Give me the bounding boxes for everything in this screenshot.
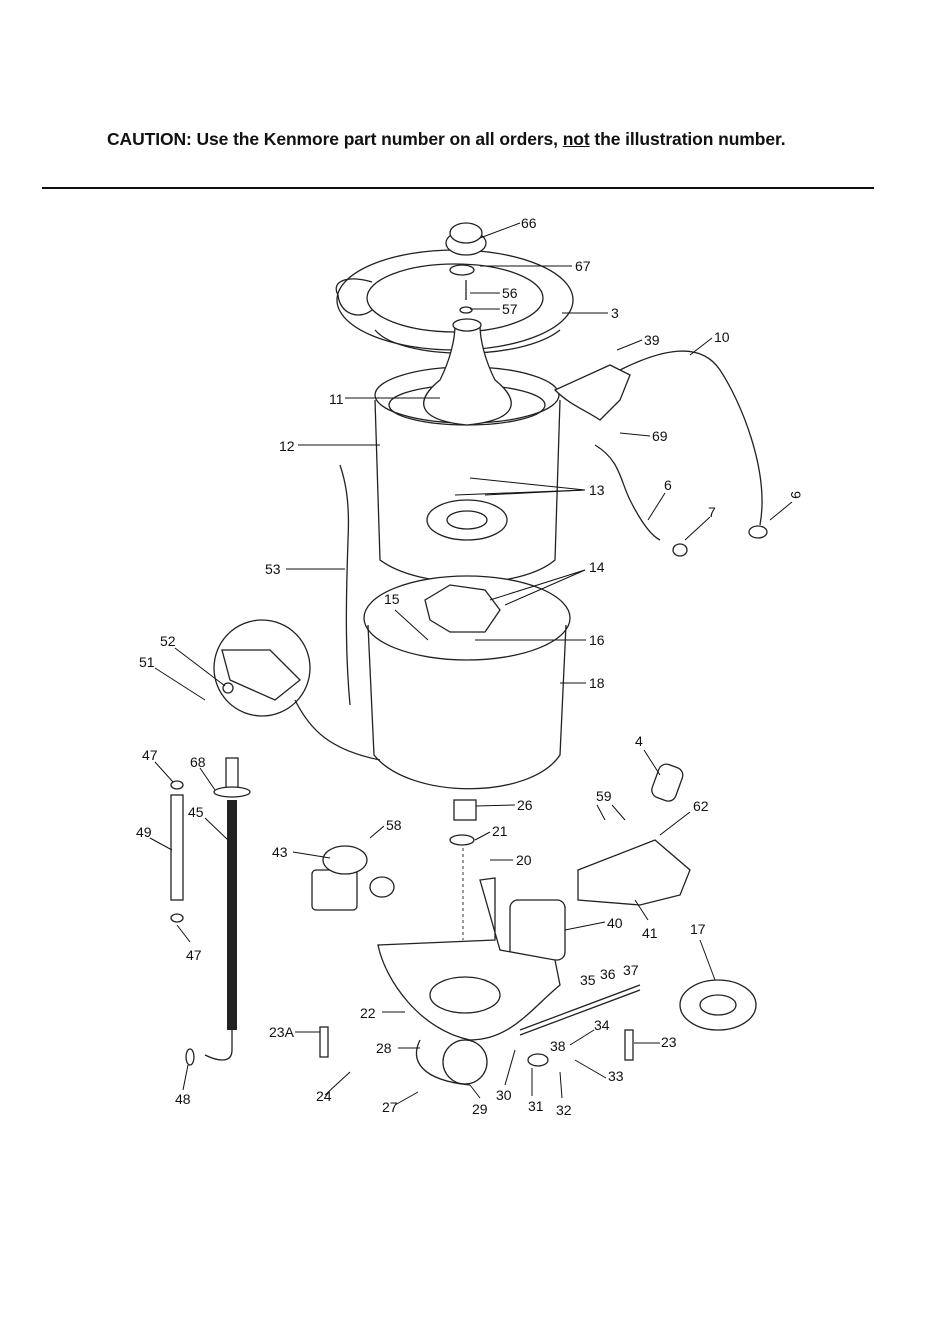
part-wash-basket [374, 318, 561, 584]
callout-37: 37 [623, 962, 639, 978]
part-shield-41 [577, 839, 691, 906]
callout-20: 20 [516, 852, 532, 868]
caution-text: CAUTION: Use the Kenmore part number on … [107, 129, 563, 149]
callout-16: 16 [589, 632, 605, 648]
divider-rule [42, 187, 874, 189]
callout-47-bottom: 47 [186, 947, 202, 963]
callout-48: 48 [175, 1091, 191, 1107]
callout-34: 34 [594, 1017, 610, 1033]
callout-27: 27 [382, 1099, 398, 1115]
callout-11: 11 [329, 391, 344, 407]
part-seal-17 [679, 979, 757, 1031]
callout-66: 66 [521, 215, 537, 231]
callout-18: 18 [589, 675, 605, 691]
callout-53: 53 [265, 561, 281, 577]
caution-note: CAUTION: Use the Kenmore part number on … [107, 129, 786, 150]
callout-52: 52 [160, 633, 176, 649]
callout-62: 62 [693, 798, 709, 814]
callout-10: 10 [714, 329, 730, 345]
part-capacitor-4 [651, 763, 684, 802]
leader-lines [149, 222, 793, 1106]
part-hose-6 [594, 444, 661, 541]
callout-33: 33 [608, 1068, 624, 1084]
callout-13: 13 [589, 482, 605, 498]
part-tube-53 [339, 464, 351, 706]
callout-12: 12 [279, 438, 295, 454]
callout-38: 38 [550, 1038, 566, 1054]
callout-6: 6 [664, 477, 672, 493]
part-motor-40 [509, 899, 566, 961]
callout-14: 14 [589, 559, 605, 575]
callout-32: 32 [556, 1102, 572, 1118]
part-pulley-29 [442, 1039, 488, 1085]
callout-4: 4 [635, 733, 643, 749]
caution-emphasis: not [562, 129, 590, 149]
part-clamp-9 [748, 525, 768, 539]
callout-30: 30 [496, 1087, 512, 1103]
callout-49: 49 [136, 824, 152, 840]
part-clamp-7 [672, 543, 688, 557]
callout-69: 69 [652, 428, 668, 444]
callout-58: 58 [386, 817, 402, 833]
caution-suffix: the illustration number. [589, 129, 786, 149]
part-hose-49 [170, 794, 184, 901]
part-outer-tub [363, 575, 571, 790]
callout-23A: 23A [269, 1024, 295, 1040]
part-bearing-26 [453, 799, 477, 821]
callout-labels: 66 67 56 57 3 39 10 11 69 12 13 6 9 7 53… [136, 215, 804, 1118]
callout-17: 17 [690, 921, 706, 937]
callout-59: 59 [596, 788, 612, 804]
callout-29: 29 [472, 1101, 488, 1117]
part-hose-10 [619, 350, 763, 526]
callout-22: 22 [360, 1005, 376, 1021]
part-drain-hose [185, 757, 251, 1066]
callout-36: 36 [600, 966, 616, 982]
part-spring-23 [624, 1029, 634, 1061]
part-agitator-cap [445, 222, 487, 314]
callout-35: 35 [580, 972, 596, 988]
callout-68: 68 [190, 754, 206, 770]
callout-23: 23 [661, 1034, 677, 1050]
callout-7: 7 [708, 504, 716, 520]
callout-31: 31 [528, 1098, 544, 1114]
callout-15: 15 [384, 591, 400, 607]
callout-43: 43 [272, 844, 288, 860]
callout-45: 45 [188, 804, 204, 820]
callout-47-top: 47 [142, 747, 158, 763]
callout-24: 24 [316, 1088, 332, 1104]
callout-51: 51 [139, 654, 155, 670]
part-inlet-39 [553, 364, 631, 421]
part-spring-23A [319, 1026, 329, 1058]
callout-26: 26 [517, 797, 533, 813]
callout-39: 39 [644, 332, 660, 348]
part-pump-43 [311, 845, 395, 911]
callout-21: 21 [492, 823, 508, 839]
callout-41: 41 [642, 925, 658, 941]
callout-40: 40 [607, 915, 623, 931]
callout-67: 67 [575, 258, 591, 274]
callout-57: 57 [502, 301, 518, 317]
callout-3: 3 [611, 305, 619, 321]
callout-56: 56 [502, 285, 518, 301]
callout-28: 28 [376, 1040, 392, 1056]
part-base-22 [377, 877, 561, 1041]
detail-callout-circle [213, 619, 311, 717]
callout-9: 9 [788, 491, 804, 499]
